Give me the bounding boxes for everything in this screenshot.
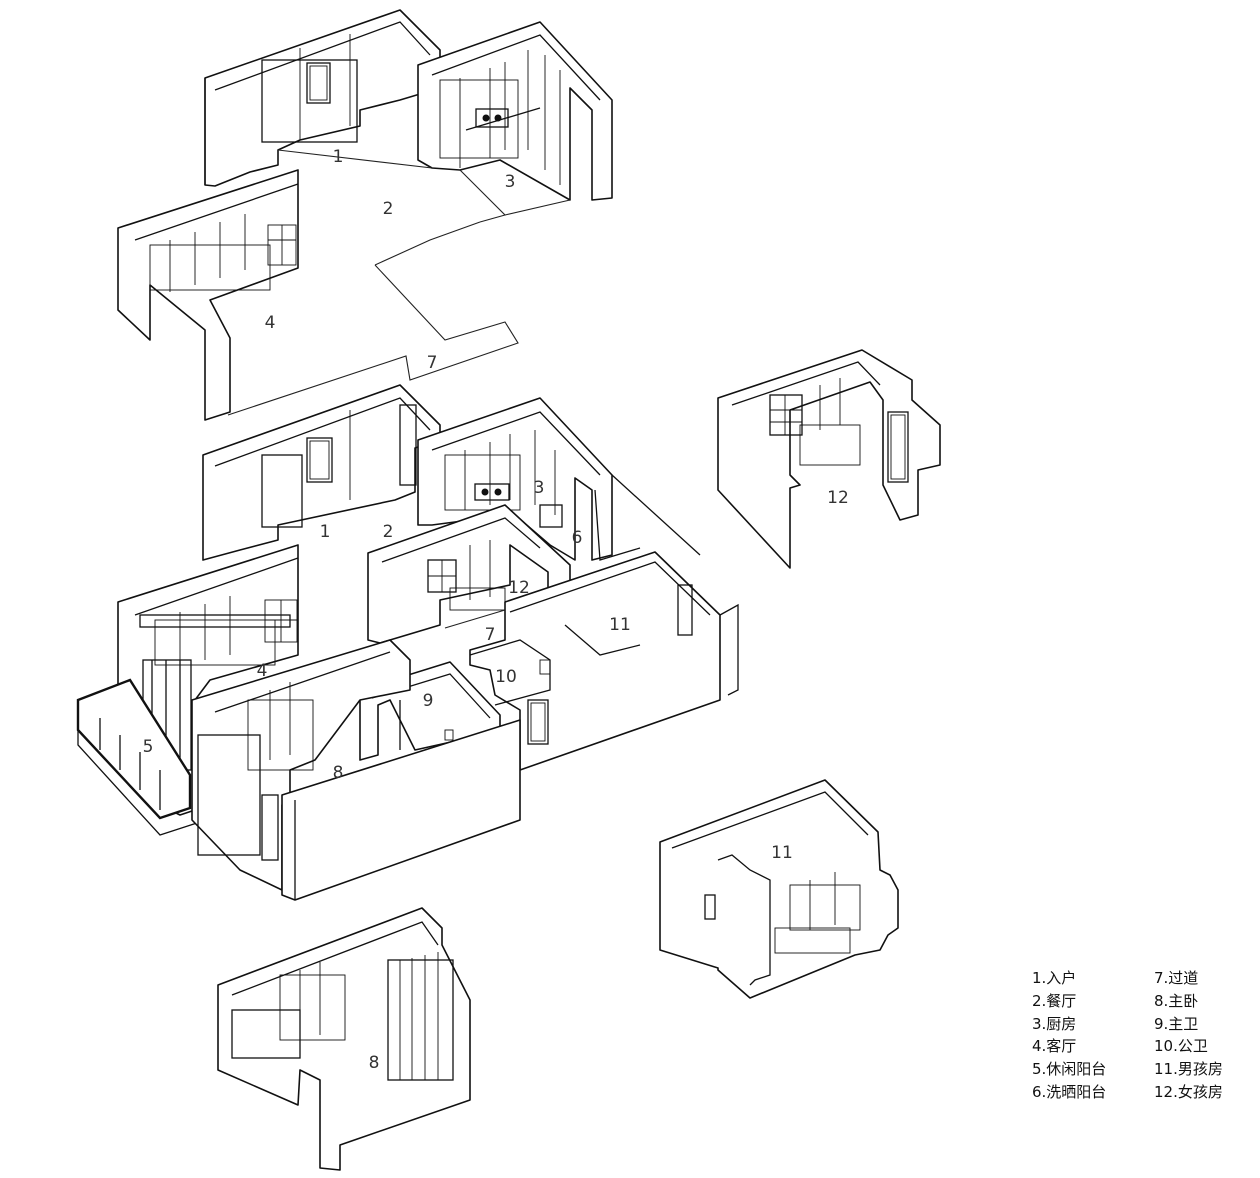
- room-legend: 1.入户 7.过道 2.餐厅 8.主卧 3.厨房 9.主卫 4.客厅 10.公卫…: [1032, 968, 1247, 1104]
- legend-item-12: 12.女孩房: [1154, 1082, 1223, 1101]
- legend-item-2: 2.餐厅: [1032, 991, 1077, 1010]
- room-label-7-exploded: 7: [427, 353, 438, 373]
- room-label-2-exploded: 2: [383, 199, 394, 219]
- room-label-3-exploded: 3: [505, 172, 516, 192]
- room-number-labels: 1 2 3 4 7 1 2 3 4 5 6 7 8 9 10 11 12 12 …: [143, 147, 849, 1073]
- room-label-10: 10: [495, 667, 517, 687]
- legend-item-10: 10.公卫: [1154, 1037, 1208, 1056]
- room-label-3: 3: [534, 478, 545, 498]
- legend-item-5: 5.休闲阳台: [1032, 1060, 1107, 1079]
- room-label-11: 11: [609, 615, 631, 635]
- room-label-1: 1: [320, 522, 331, 542]
- legend-item-7: 7.过道: [1154, 969, 1199, 987]
- legend-item-6: 6.洗晒阳台: [1032, 1082, 1107, 1101]
- legend-item-11: 11.男孩房: [1154, 1060, 1223, 1079]
- legend-item-3: 3.厨房: [1032, 1014, 1077, 1033]
- room-label-6: 6: [572, 528, 583, 548]
- room-label-1-exploded: 1: [333, 147, 344, 167]
- main-apartment: [76, 384, 739, 901]
- boys-room-exploded: [659, 779, 899, 999]
- room-label-12-exploded: 12: [827, 488, 849, 508]
- master-bedroom-exploded: [217, 907, 471, 1171]
- room-label-9: 9: [423, 691, 434, 711]
- legend-item-1: 1.入户: [1032, 969, 1077, 987]
- room-label-4-exploded: 4: [265, 313, 276, 333]
- room-label-8-exploded: 8: [369, 1053, 380, 1073]
- room-label-5: 5: [143, 737, 154, 757]
- upper-exploded-piece: [117, 9, 613, 421]
- legend-item-9: 9.主卫: [1154, 1014, 1199, 1033]
- legend-item-4: 4.客厅: [1032, 1037, 1077, 1056]
- room-label-4: 4: [257, 661, 268, 681]
- room-label-8: 8: [333, 763, 344, 783]
- room-label-2: 2: [383, 522, 394, 542]
- room-label-12: 12: [508, 578, 530, 598]
- room-label-11-exploded: 11: [771, 843, 793, 863]
- girls-room-exploded: [717, 349, 941, 569]
- legend-item-8: 8.主卧: [1154, 991, 1199, 1010]
- room-label-7: 7: [485, 625, 496, 645]
